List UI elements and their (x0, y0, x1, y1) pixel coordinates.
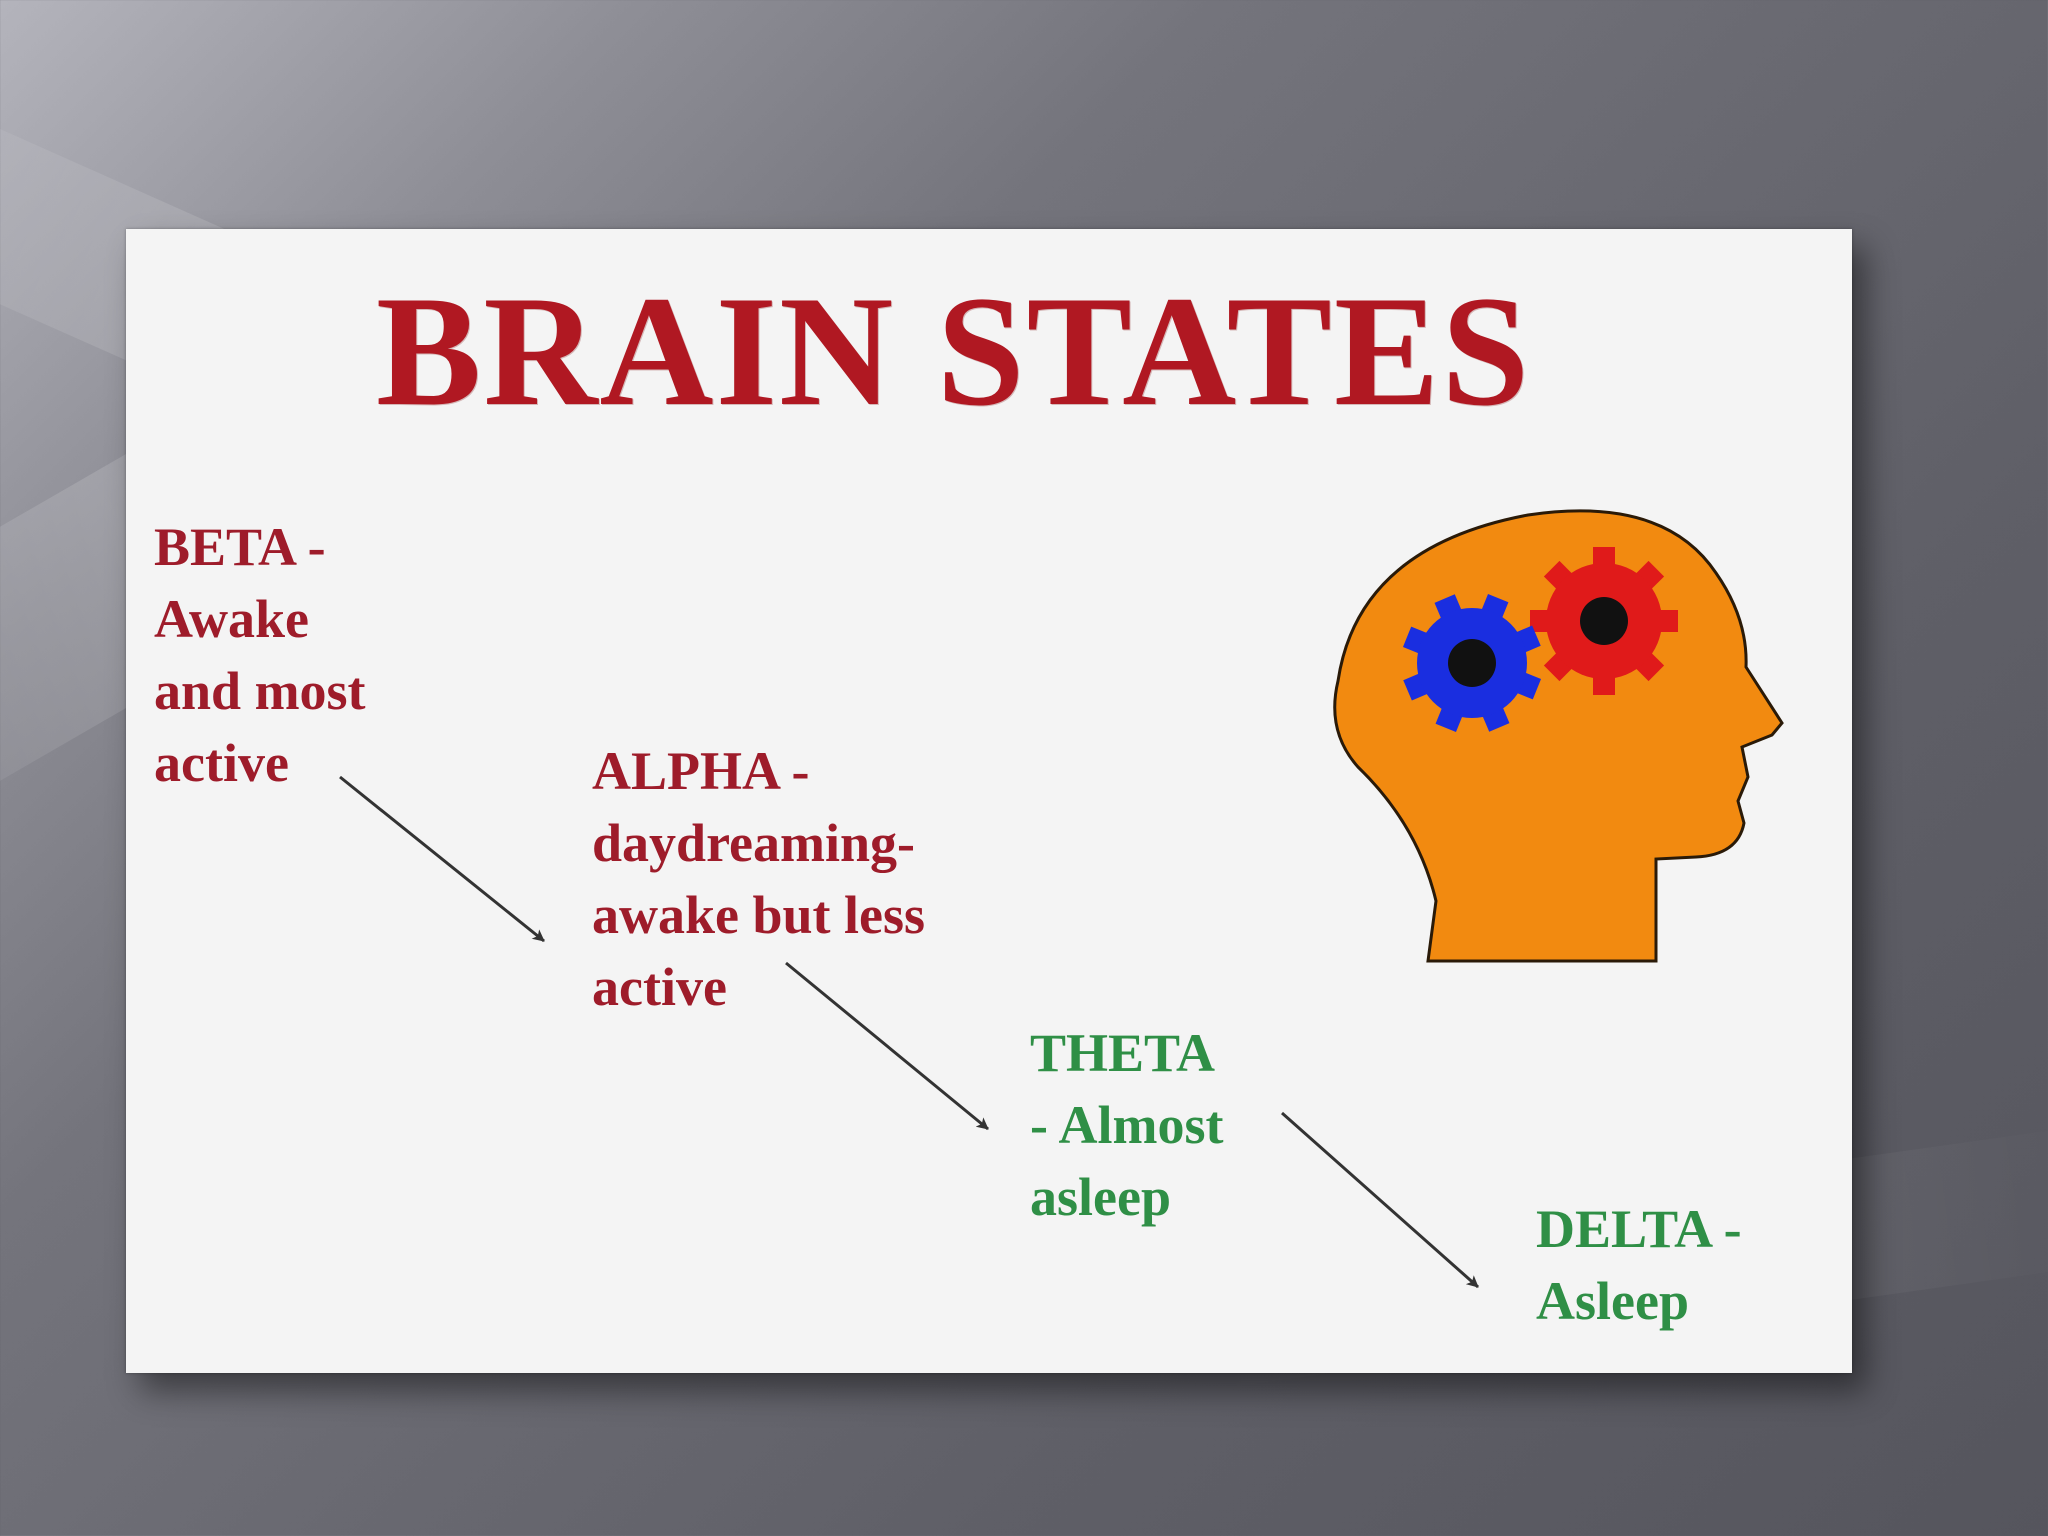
state-label-theta: THETA - Almost asleep (1030, 1017, 1223, 1233)
slide-image: BRAIN STATES BETA - Awake and most activ… (126, 229, 1852, 1373)
diagram-title: BRAIN STATES (376, 264, 1532, 439)
state-label-line: active (592, 957, 727, 1017)
state-label-line: awake but less (592, 885, 926, 945)
state-label-delta: DELTA - Asleep (1536, 1193, 1742, 1337)
blue-gear-icon (1402, 593, 1542, 733)
state-label-line: asleep (1030, 1167, 1171, 1227)
state-label-line: Asleep (1536, 1271, 1689, 1331)
state-label-line: Awake (154, 589, 309, 649)
red-gear-icon (1530, 547, 1678, 695)
state-label-line: - Almost (1030, 1095, 1224, 1155)
state-label-line: DELTA - (1536, 1199, 1742, 1259)
diagram-graphics (339, 509, 1784, 1289)
state-label-alpha: ALPHA - daydreaming- awake but less acti… (592, 735, 925, 1023)
arrow-theta-to-delta (1281, 1111, 1479, 1289)
state-label-line: and most (154, 661, 366, 721)
state-label-line: active (154, 733, 289, 793)
state-label-line: BETA - (154, 517, 326, 577)
state-label-beta: BETA - Awake and most active (154, 511, 366, 799)
state-label-line: ALPHA - (592, 741, 810, 801)
state-label-line: daydreaming- (592, 813, 916, 873)
state-label-line: THETA (1030, 1023, 1216, 1083)
arrow-beta-to-alpha (339, 775, 545, 943)
arrow-alpha-to-theta (785, 961, 989, 1131)
